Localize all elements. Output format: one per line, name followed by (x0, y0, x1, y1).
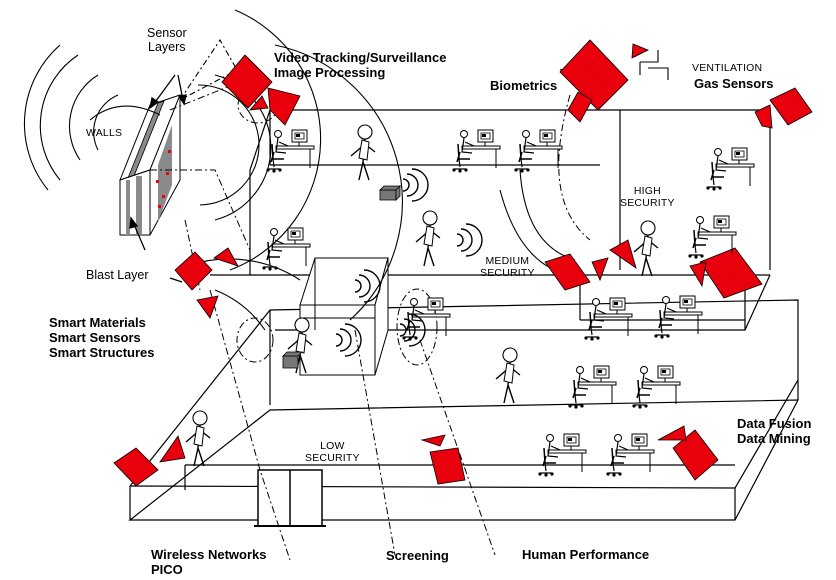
ventilation-pipe (640, 50, 668, 80)
screening-label: Screening (386, 548, 449, 563)
person-icon (186, 125, 658, 466)
entrance-door (254, 470, 326, 526)
ventilation-label: VENTILATION (692, 62, 762, 74)
human-performance-label: Human Performance (522, 547, 649, 562)
gas-sensors-label: Gas Sensors (694, 76, 774, 91)
camera-sensor-icon (114, 40, 812, 486)
biometrics-label: Biometrics (490, 78, 557, 93)
blast-layer-label: Blast Layer (86, 268, 149, 282)
walls-label: WALLS (86, 127, 122, 139)
wall-section (120, 95, 180, 235)
screening-booth (300, 258, 388, 375)
